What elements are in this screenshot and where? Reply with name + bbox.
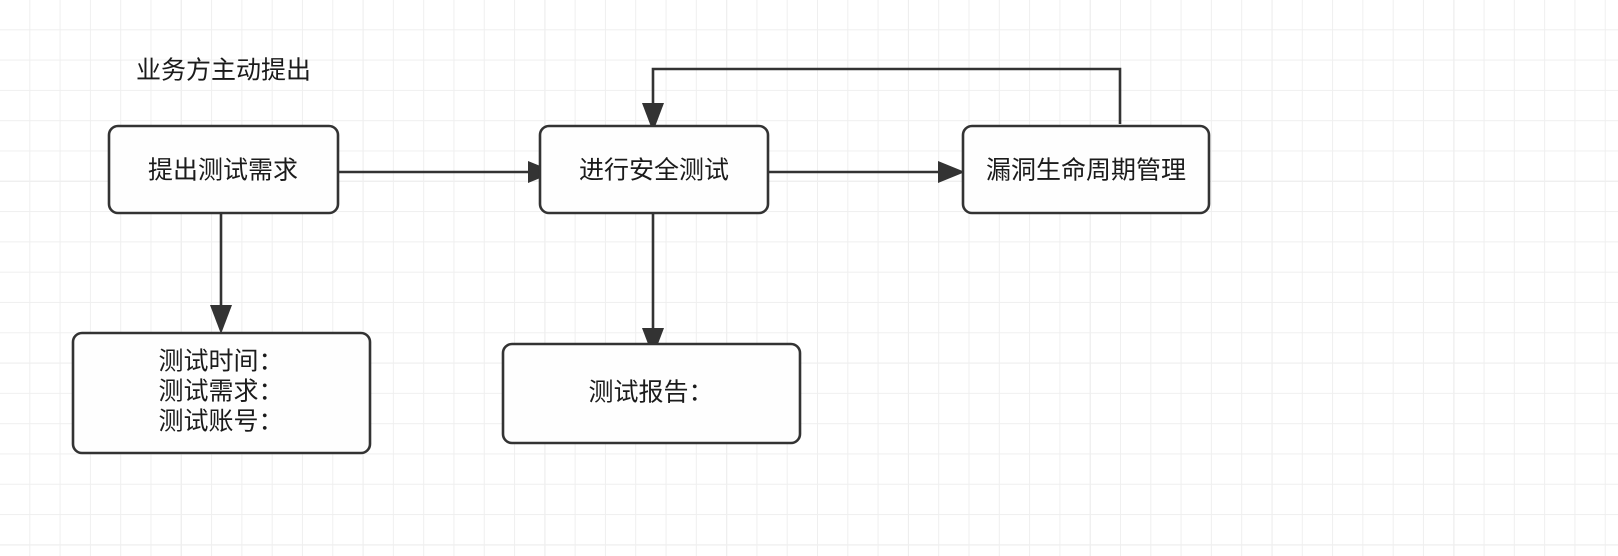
edge-submit-to-info <box>210 214 232 334</box>
node-box[interactable] <box>961 124 1211 215</box>
edge-line <box>651 67 1122 124</box>
arrow-head-icon <box>642 103 664 132</box>
edge-vuln-back-to-test <box>642 67 1122 132</box>
node-perform-security-test[interactable]: 进行安全测试 <box>538 124 770 215</box>
node-label: 提出测试需求 <box>148 157 298 185</box>
node-label-line-3: 测试账号： <box>158 408 283 436</box>
edge-test-to-report <box>642 214 664 357</box>
node-box[interactable] <box>501 342 802 445</box>
arrow-head-icon <box>210 305 232 334</box>
node-submit-test-request[interactable]: 提出测试需求 <box>107 124 340 215</box>
node-label: 漏洞生命周期管理 <box>986 157 1186 185</box>
node-label-line-2: 测试需求： <box>158 378 283 406</box>
edge-test-to-vuln <box>769 161 965 183</box>
node-box[interactable] <box>107 124 340 215</box>
annotation-business-initiated: 业务方主动提出 <box>136 57 311 85</box>
arrow-head-icon <box>642 328 664 357</box>
node-test-report[interactable]: 测试报告： <box>501 342 802 445</box>
arrow-head-icon <box>938 161 965 183</box>
node-vulnerability-lifecycle-management[interactable]: 漏洞生命周期管理 <box>961 124 1211 215</box>
node-test-info-fields[interactable]: 测试时间： 测试需求： 测试账号： <box>71 331 372 455</box>
edge-submit-to-test <box>339 161 555 183</box>
node-label: 测试报告： <box>588 379 713 407</box>
node-label-line-1: 测试时间： <box>158 348 283 376</box>
node-box[interactable] <box>71 331 372 455</box>
node-box[interactable] <box>538 124 770 215</box>
node-label: 进行安全测试 <box>579 157 729 185</box>
